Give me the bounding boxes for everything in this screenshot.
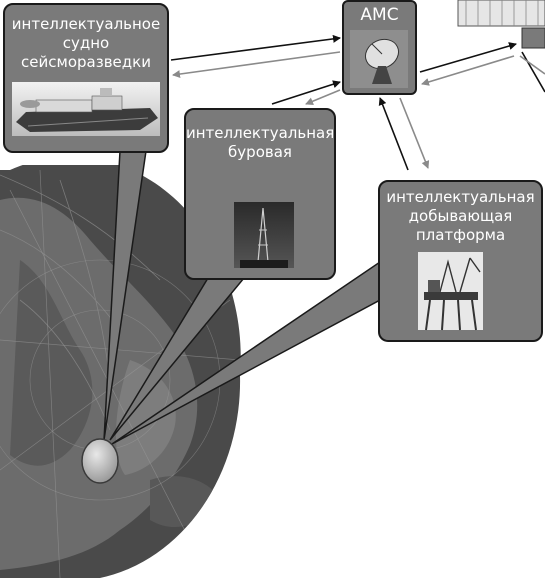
arrow-satellite-to-ams xyxy=(421,55,515,86)
arrow-ams-to-platform xyxy=(399,97,430,169)
vessel-label: интеллектуальное судно сейсморазведки xyxy=(11,15,161,71)
arrow-ams-to-vessel xyxy=(172,51,341,79)
arrow-vessel-to-ams xyxy=(170,34,341,61)
platform-label: интеллектуальная добывающая платформа xyxy=(386,188,535,244)
callout-pointers xyxy=(103,150,381,445)
vessel-callout: интеллектуальное судно сейсморазведки xyxy=(3,3,169,153)
arrow-ams-to-drill xyxy=(305,89,341,106)
platform-callout: интеллектуальная добывающая платформа xyxy=(378,180,543,342)
drill-callout: интеллектуальная буровая xyxy=(184,108,336,280)
site-marker xyxy=(81,438,119,484)
arrow-drill-to-ams xyxy=(271,80,341,105)
drill-label: интеллектуальная буровая xyxy=(186,124,335,161)
ams-label: АМС xyxy=(360,5,399,25)
satellite-icon xyxy=(457,0,545,49)
arrow-satellite-right xyxy=(519,55,545,75)
connection-arrows xyxy=(170,34,545,171)
arrow-satellite-down xyxy=(521,51,545,93)
arrow-ams-to-satellite xyxy=(419,42,517,73)
ams-node: АМС xyxy=(342,0,417,95)
arrow-platform-to-ams xyxy=(378,97,409,171)
